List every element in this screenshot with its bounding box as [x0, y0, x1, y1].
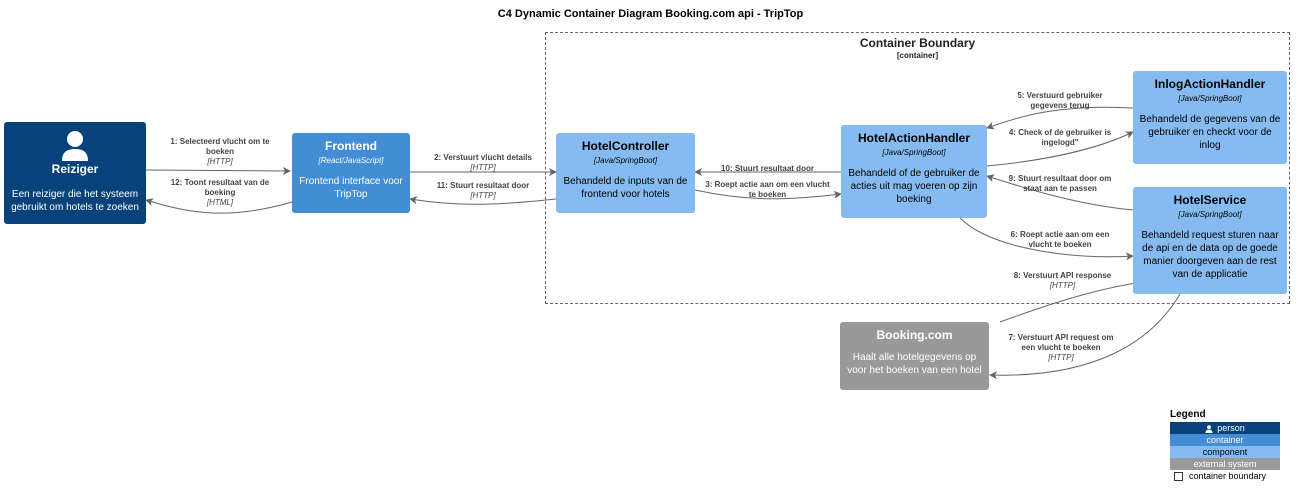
- person-icon: [62, 131, 88, 161]
- edge-7-label: 7: Verstuurt API request om een vlucht t…: [1008, 333, 1114, 352]
- edge-12: [145, 198, 293, 214]
- edge-11-tech: [HTTP]: [470, 191, 496, 200]
- edge-9: [986, 174, 1134, 211]
- edge-8-tech: [HTTP]: [1049, 281, 1076, 290]
- legend-item-person: person: [1170, 422, 1280, 434]
- edge-label-7: 7: Verstuurt API request om een vlucht t…: [1005, 333, 1117, 363]
- booking-name: Booking.com: [876, 328, 953, 342]
- frontend-container[interactable]: Frontend [React/JavaScript] Frontend int…: [292, 133, 410, 213]
- hotelservice-tech: [Java/SpringBoot]: [1178, 210, 1242, 219]
- edge-label-3: 3: Roept actie aan om een vlucht te boek…: [705, 180, 830, 200]
- edge-10-label: 10: Stuurt resultaat door: [721, 164, 814, 173]
- legend-item-boundary: container boundary: [1170, 470, 1280, 482]
- hotelcontroller-desc: Behandeld de inputs van de frontend voor…: [563, 176, 688, 200]
- legend-item-container: container: [1170, 434, 1280, 446]
- legend-item-component: component: [1170, 446, 1280, 458]
- legend-component-label: component: [1202, 447, 1248, 457]
- edge-1-tech: [HTTP]: [207, 157, 233, 166]
- edge-5-label: 5: Verstuurd gebruiker gegevens terug: [1017, 91, 1103, 110]
- edge-7-tech: [HTTP]: [1048, 353, 1074, 362]
- edge-label-12: 12: Toont resultaat van de boeking [HTML…: [160, 178, 280, 208]
- edge-11: [409, 196, 557, 205]
- container-boundary: [545, 32, 1290, 304]
- edge-4-label: 4: Check of de gebruiker is ingelogd": [1008, 128, 1112, 147]
- diagram-title: C4 Dynamic Container Diagram Booking.com…: [497, 8, 804, 20]
- edge-2-label: 2: Verstuurt vlucht details: [434, 153, 532, 162]
- edge-12-label: 12: Toont resultaat van de boeking: [170, 178, 270, 197]
- edge-3: [694, 189, 842, 200]
- hotelservice-desc: Behandeld request sturen naar de api en …: [1141, 230, 1279, 280]
- legend-item-external: external system: [1170, 458, 1280, 470]
- inlogactionhandler-tech: [Java/SpringBoot]: [1178, 94, 1242, 103]
- hotelactionhandler-name: HotelActionHandler: [857, 131, 970, 145]
- edge-8-label: 8: Verstuurt API response: [1013, 271, 1112, 280]
- legend-boundary-label: container boundary: [1189, 471, 1267, 481]
- hotelcontroller-tech: [Java/SpringBoot]: [593, 156, 658, 165]
- edge-2-tech: [HTTP]: [470, 163, 496, 172]
- reiziger-person[interactable]: Reiziger Een reiziger die het systeem ge…: [4, 122, 146, 224]
- edge-label-9: 9: Stuurt resultaat door om staat aan te…: [1000, 174, 1120, 194]
- frontend-name: Frontend: [325, 139, 377, 153]
- boundary-title: Container Boundary: [859, 36, 976, 50]
- hotelservice-name: HotelService: [1173, 193, 1247, 207]
- legend-container-label: container: [1206, 435, 1244, 445]
- hotelcontroller-component[interactable]: HotelController [Java/SpringBoot] Behand…: [556, 133, 695, 213]
- edge-1-label: 1: Selecteerd vlucht om te boeken: [170, 137, 270, 156]
- edge-12-tech: [HTML]: [206, 198, 234, 207]
- booking-external-system[interactable]: Booking.com Haalt alle hotelgegevens op …: [840, 322, 989, 390]
- inlogactionhandler-component[interactable]: InlogActionHandler [Java/SpringBoot] Beh…: [1133, 71, 1287, 164]
- edge-11-label: 11: Stuurt resultaat door: [436, 181, 530, 190]
- edge-label-1: 1: Selecteerd vlucht om te boeken [HTTP]: [160, 137, 280, 167]
- inlogactionhandler-name: InlogActionHandler: [1154, 77, 1266, 91]
- boundary-subtitle: [container]: [896, 51, 939, 60]
- edge-label-5: 5: Verstuurd gebruiker gegevens terug: [1005, 91, 1115, 111]
- boundary-box-icon: [1174, 472, 1183, 482]
- hotelactionhandler-desc: Behandeld of de gebruiker de acties uit …: [848, 168, 980, 205]
- edge-label-8: 8: Verstuurt API response [HTTP]: [1000, 271, 1125, 291]
- hotelcontroller-name: HotelController: [581, 139, 670, 153]
- edge-6: [959, 217, 1134, 261]
- edge-1: [145, 166, 291, 175]
- edge-label-6: 6: Roept actie aan om een vlucht te boek…: [1000, 230, 1120, 250]
- reiziger-name: Reiziger: [51, 162, 99, 176]
- edge-6-label: 6: Roept actie aan om een vlucht te boek…: [1010, 230, 1110, 249]
- edge-5: [986, 106, 1134, 130]
- hotelservice-component[interactable]: HotelService [Java/SpringBoot] Behandeld…: [1133, 187, 1287, 294]
- reiziger-desc: Een reiziger die het systeem gebruikt om…: [11, 189, 139, 213]
- edge-7: [989, 293, 1181, 380]
- inlogactionhandler-desc: Behandeld de gegevens van de gebruiker e…: [1139, 114, 1281, 151]
- hotelactionhandler-tech: [Java/SpringBoot]: [882, 148, 946, 157]
- legend-person-icon: [1205, 424, 1213, 433]
- edge-label-4: 4: Check of de gebruiker is ingelogd": [1000, 128, 1120, 148]
- booking-desc: Haalt alle hotelgegevens op voor het boe…: [847, 352, 982, 376]
- frontend-tech: [React/JavaScript]: [318, 156, 384, 165]
- legend-external-label: external system: [1193, 459, 1257, 469]
- edge-label-2: 2: Verstuurt vlucht details [HTTP]: [418, 153, 548, 173]
- frontend-desc: Frontend interface voor TripTop: [299, 176, 403, 200]
- legend: Legend person container component extern…: [1170, 409, 1280, 482]
- edge-label-11: 11: Stuurt resultaat door [HTTP]: [418, 181, 548, 201]
- edge-4: [986, 131, 1134, 167]
- edge-3-label: 3: Roept actie aan om een vlucht te boek…: [705, 180, 830, 199]
- legend-title: Legend: [1170, 409, 1206, 420]
- legend-person-label: person: [1217, 423, 1245, 433]
- edge-9-label: 9: Stuurt resultaat door om staat aan te…: [1008, 174, 1112, 193]
- edge-label-10: 10: Stuurt resultaat door: [705, 164, 830, 174]
- hotelactionhandler-component[interactable]: HotelActionHandler [Java/SpringBoot] Beh…: [841, 125, 987, 218]
